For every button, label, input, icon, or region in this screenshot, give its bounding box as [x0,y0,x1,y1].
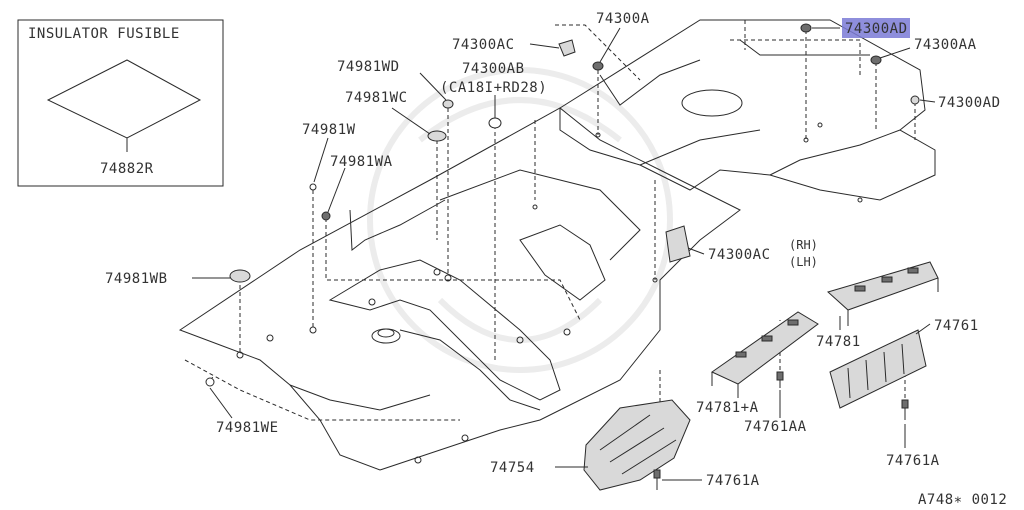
grommet-74981WA [321,211,331,221]
label-74761A-mid[interactable]: 74761A [706,473,760,489]
grommet-74981W [309,183,317,191]
grommet-74300AD-top [800,23,812,33]
bolt-74761A-mid [653,469,661,490]
insulator-74754 [583,399,691,491]
label-74300AB-note: (CA18I+RD28) [440,80,547,96]
label-74300A[interactable]: 74300A [596,11,650,27]
label-74761A-right[interactable]: 74761A [886,453,940,469]
label-74300AA[interactable]: 74300AA [914,37,977,53]
front-floor-panel [178,107,741,471]
floor-plug-hole [371,328,401,344]
bolt-74761AA [776,371,784,388]
grommet-74981WD [442,99,454,109]
bolt-74761A-right [901,399,909,420]
watermark [367,67,673,373]
label-74781[interactable]: 74781 [816,334,861,350]
grommet-74981WB [229,269,251,283]
label-74300AC-lh: (LH) [789,255,818,269]
inset-frame [17,19,224,187]
insulator-74761 [829,329,927,409]
spare-tire-well [681,89,743,117]
label-74981WB[interactable]: 74981WB [105,271,168,287]
label-74754[interactable]: 74754 [490,460,535,476]
insulator-74781-A [710,311,819,396]
dashed-guides [184,20,916,421]
label-74300AD-right[interactable]: 74300AD [938,95,1001,111]
label-74300AC-top[interactable]: 74300AC [452,37,515,53]
label-74300AB[interactable]: 74300AB [462,61,525,77]
insulator-74781 [827,261,939,326]
clip-74300AC-side [665,225,691,263]
selected-part-highlight [842,18,910,38]
label-74981W[interactable]: 74981W [302,122,356,138]
label-74761[interactable]: 74761 [934,318,979,334]
clip-74300AC-top [558,39,576,57]
bolts [653,371,909,490]
label-74882R: 74882R [100,161,154,177]
grommets [205,23,920,387]
label-74981WA[interactable]: 74981WA [330,154,393,170]
insulator-sheet-shape [46,59,202,139]
inset-title: INSULATOR FUSIBLE [28,26,180,42]
label-74981WC[interactable]: 74981WC [345,90,408,106]
label-74761AA[interactable]: 74761AA [744,419,807,435]
label-74981WE[interactable]: 74981WE [216,420,279,436]
leader-lines [192,27,936,481]
grommet-74300AB [488,117,502,129]
grommet-74300A [592,61,604,71]
grommet-74981WC [427,130,447,142]
floor-holes [236,122,863,464]
label-74781-A[interactable]: 74781+A [696,400,759,416]
label-74300AC-side[interactable]: 74300AC [708,247,771,263]
label-74981WD[interactable]: 74981WD [337,59,400,75]
label-74300AD-top[interactable]: 74300AD [845,21,908,37]
insulator-fusible-inset: INSULATOR FUSIBLE 74882R [17,19,224,187]
part-labels: 74300AC 74300A 74300AD 74300AA 74300AD 7… [105,11,1007,508]
rear-floor-panel [559,19,936,201]
grommet-74300AD-right [910,95,920,105]
grommet-74300AA [870,55,882,65]
diagram-code: A748∗ 0012 [918,492,1007,508]
label-74300AC-rh: (RH) [789,238,818,252]
grommet-74981WE [205,377,215,387]
